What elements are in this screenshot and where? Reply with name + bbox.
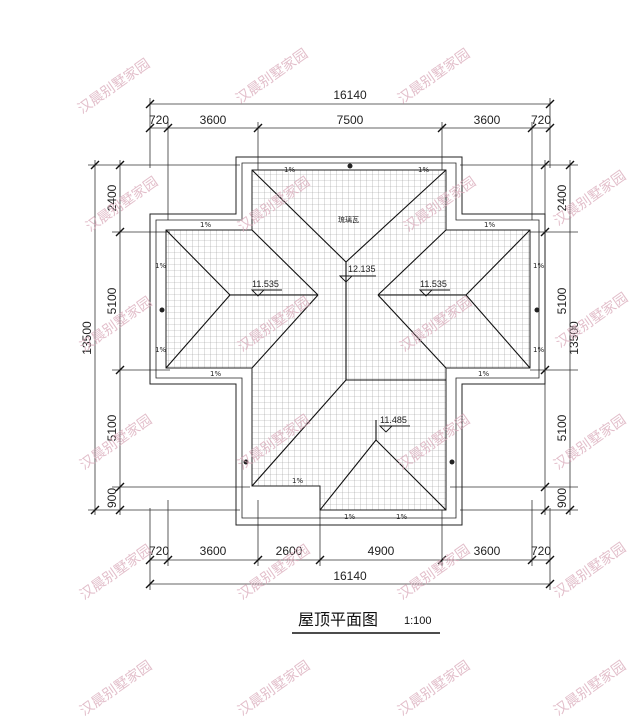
dim-top-total: 16140 [333,88,367,102]
watermark: 汉晨别墅家园 [75,55,154,117]
watermark: 汉晨别墅家园 [551,657,630,719]
slope-mark-right-top: 1% [484,221,495,229]
watermark: 汉晨别墅家园 [235,541,314,603]
watermark: 汉晨别墅家园 [395,45,474,107]
dim-left-total: 13500 [80,321,94,355]
dim-right-total: 13500 [567,321,581,355]
slope-mark-bottom-right: 1% [396,513,407,521]
watermark: 汉晨别墅家园 [77,541,156,603]
watermark: 汉晨别墅家园 [395,657,474,719]
ridge-elevation-main: 12.135 [348,264,376,274]
slope-mark-left-bottom: 1% [210,370,221,378]
dim-top-seg-4: 3600 [474,113,501,127]
slope-mark-top-right: 1% [418,166,429,174]
dimension-lines [88,98,578,590]
dim-top-seg-5: 720 [531,113,551,127]
dim-left-seg-2: 5100 [105,287,119,314]
roof-outline-inner [155,162,540,519]
slope-mark-right-side: 1% [533,262,544,270]
slope-mark-top-left: 1% [284,166,295,174]
roof-outline-outer [149,156,546,526]
dim-top-seg-1: 720 [149,113,169,127]
dim-bottom-seg-4: 4900 [368,544,395,558]
dim-bottom-seg-1: 720 [149,544,169,558]
dim-right-seg-1: 2400 [555,184,569,211]
dim-right-seg-4: 900 [555,488,569,508]
ridge-elevation-left: 11.535 [252,279,279,289]
ridge-elevation-bottom: 11.485 [380,415,407,425]
slope-mark-right-bottom: 1% [478,370,489,378]
roof-material-note: 琉璃瓦 [338,215,359,224]
dim-bottom-seg-2: 3600 [200,544,227,558]
dim-left-seg-1: 2400 [105,184,119,211]
slope-mark-center-left: 1% [292,477,303,485]
watermark: 汉晨别墅家园 [395,541,474,603]
dim-left-seg-4: 900 [105,488,119,508]
dim-top-seg-3: 7500 [337,113,364,127]
slope-mark-right-side-2: 1% [533,346,544,354]
watermark: 汉晨别墅家园 [83,173,162,235]
slope-mark-left-side-2: 1% [155,346,166,354]
dim-right-seg-3: 5100 [555,414,569,441]
watermark: 汉晨别墅家园 [551,539,630,601]
watermark: 汉晨别墅家园 [235,657,314,719]
dim-bottom-seg-6: 720 [531,544,551,558]
dimension-ticks [90,99,575,589]
dim-left-seg-3: 5100 [105,414,119,441]
watermark: 汉晨别墅家园 [77,657,156,719]
watermark: 汉晨别墅家园 [233,45,312,107]
dim-bottom-seg-3: 2600 [276,544,303,558]
dim-top-seg-2: 3600 [200,113,227,127]
slope-mark-left-side: 1% [155,262,166,270]
slope-mark-left-top: 1% [200,221,211,229]
ridge-elevation-right: 11.535 [420,279,447,289]
dim-right-seg-2: 5100 [555,287,569,314]
dim-bottom-total: 16140 [333,569,367,583]
drain-points [159,163,540,465]
dim-bottom-seg-5: 3600 [474,544,501,558]
elevation-markers [250,275,450,433]
drawing-scale: 1:100 [404,615,432,627]
slope-mark-bottom-left: 1% [344,513,355,521]
roof-ridges [165,169,531,511]
drawing-title: 屋顶平面图 [298,610,378,629]
